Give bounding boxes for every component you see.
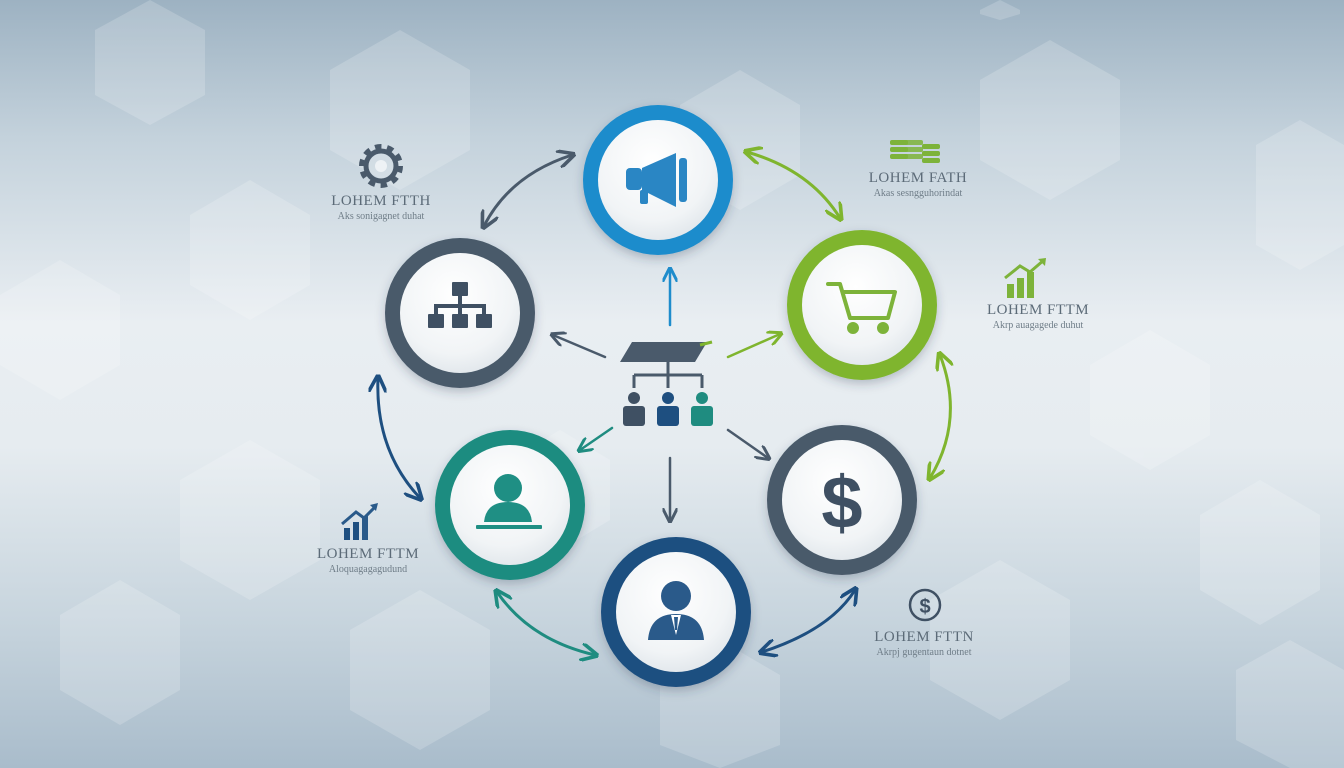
label-left: LOHEM FTTM Aloquagagagudund: [312, 546, 424, 575]
node-organization: [385, 238, 535, 388]
arrow-hub-to-finance: [726, 428, 768, 458]
arrow-shopping-to-finance: [930, 355, 950, 478]
gear-icon: [359, 144, 403, 188]
team-structure-icon: [620, 340, 713, 426]
svg-text:$: $: [919, 596, 930, 618]
arrow-training-to-org: [378, 378, 420, 498]
businessman-icon: [648, 581, 704, 640]
dollar-coin-icon: $: [908, 588, 942, 622]
arrow-hub-to-shopping: [726, 334, 780, 359]
node-marketing: [583, 105, 733, 255]
label-subtitle: Akrpj gugentaun dotnet: [876, 647, 972, 658]
person-at-desk-icon: [476, 474, 542, 529]
label-top-right: LOHEM FATH Akas sesngguhorindat: [862, 170, 974, 199]
arrow-org-to-marketing: [484, 155, 572, 226]
label-subtitle: Aks sonigagnet duhat: [337, 211, 425, 222]
node-management: [601, 537, 751, 687]
label-top-left: LOHEM FTTH Aks sonigagnet duhat: [326, 193, 436, 222]
bar-chart-icon: [341, 503, 378, 540]
cycle-arrows: [378, 152, 951, 655]
arrow-finance-to-management: [762, 590, 855, 652]
label-bottom-right: LOHEM FTTN Akrpj gugentaun dotnet: [868, 629, 980, 658]
org-chart-icon: [428, 282, 492, 328]
label-subtitle: Aloquagagagudund: [328, 564, 408, 575]
label-subtitle: Akrp auagagede duhut: [992, 320, 1084, 331]
node-finance: $: [767, 425, 917, 575]
label-title: LOHEM FTTN: [874, 629, 974, 645]
arrow-hub-to-training: [580, 426, 614, 450]
growth-chart-icon: [1004, 258, 1046, 298]
node-shopping: [787, 230, 937, 380]
dollar-sign-icon: $: [821, 461, 862, 544]
arrow-marketing-to-shopping: [747, 152, 840, 218]
megaphone-icon: [626, 153, 687, 207]
label-title: LOHEM FTTM: [316, 546, 420, 562]
label-title: LOHEM FATH: [868, 170, 968, 186]
label-title: LOHEM FTTM: [986, 302, 1090, 318]
shopping-cart-icon: [826, 282, 897, 334]
arrow-management-to-training: [497, 592, 595, 655]
coins-icon: [890, 140, 940, 163]
arrow-hub-to-org: [553, 335, 607, 359]
node-training: [435, 430, 585, 580]
label-right: LOHEM FTTM Akrp auagagede duhut: [982, 302, 1094, 331]
label-title: LOHEM FTTH: [331, 193, 431, 209]
label-subtitle: Akas sesngguhorindat: [873, 188, 963, 199]
hub-arrows: [553, 270, 780, 520]
